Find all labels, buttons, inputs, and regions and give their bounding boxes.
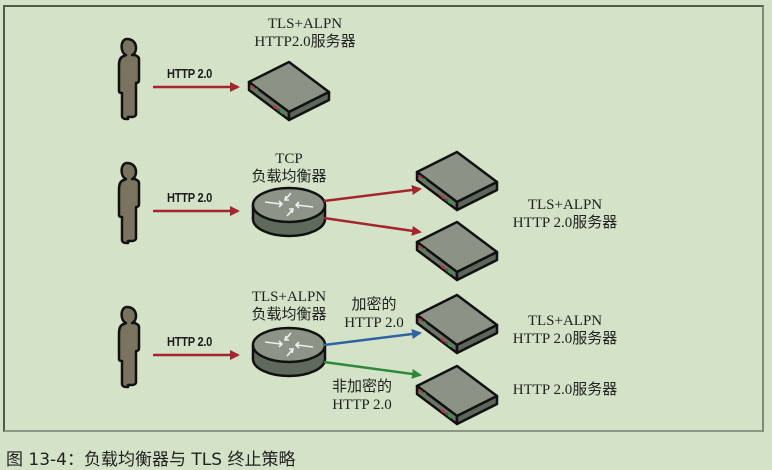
server-icon (415, 293, 499, 355)
server-label: TLS+ALPN HTTP 2.0服务器 (500, 312, 630, 348)
server-icon (415, 364, 499, 426)
arrow-label: HTTP 2.0 (167, 334, 213, 349)
balancer-label-line1: TCP (275, 151, 303, 167)
forward-arrow (323, 216, 422, 236)
forward-arrow (323, 185, 422, 203)
encrypted-arrow (323, 329, 422, 347)
server-label-line2: HTTP 2.0服务器 (512, 215, 618, 231)
server-icon (247, 60, 331, 122)
client-person-icon (117, 305, 141, 389)
balancer-label: TLS+ALPN 负载均衡器 (239, 288, 339, 324)
server-icon (415, 150, 499, 212)
arrow-label: HTTP 2.0 (167, 190, 213, 205)
encrypted-label-line1: 加密的 (351, 297, 397, 313)
client-person-icon (117, 37, 141, 121)
server-label: TLS+ALPN HTTP2.0服务器 (240, 15, 370, 51)
unencrypted-label: 非加密的 HTTP 2.0 (322, 378, 402, 414)
server-label-line1: TLS+ALPN (527, 197, 603, 213)
arrow-label: HTTP 2.0 (167, 66, 213, 81)
diagram-frame (3, 5, 764, 432)
server-label-line2: HTTP 2.0服务器 (512, 331, 618, 347)
figure-caption: 图 13-4：负载均衡器与 TLS 终止策略 (6, 450, 296, 470)
balancer-label-line2: 负载均衡器 (251, 307, 327, 323)
balancer-label-line1: TLS+ALPN (251, 289, 327, 305)
load-balancer-router-icon (251, 186, 327, 238)
balancer-label: TCP 负载均衡器 (239, 150, 339, 186)
encrypted-label-line2: HTTP 2.0 (344, 315, 404, 331)
encrypted-label: 加密的 HTTP 2.0 (334, 296, 414, 332)
unencrypted-arrow (323, 360, 422, 379)
tls-load-balancer-router-icon (251, 326, 327, 378)
unencrypted-label-line2: HTTP 2.0 (332, 397, 392, 413)
server-label: HTTP 2.0服务器 (512, 382, 618, 398)
server-label-line2: HTTP2.0服务器 (254, 34, 356, 50)
server-label-line1: TLS+ALPN (527, 313, 603, 329)
balancer-label-line2: 负载均衡器 (251, 169, 327, 185)
server-label: TLS+ALPN HTTP 2.0服务器 (500, 196, 630, 232)
unencrypted-label-line1: 非加密的 (331, 379, 392, 395)
client-person-icon (117, 161, 141, 245)
server-icon (415, 220, 499, 282)
server-label-line1: TLS+ALPN (267, 16, 343, 32)
